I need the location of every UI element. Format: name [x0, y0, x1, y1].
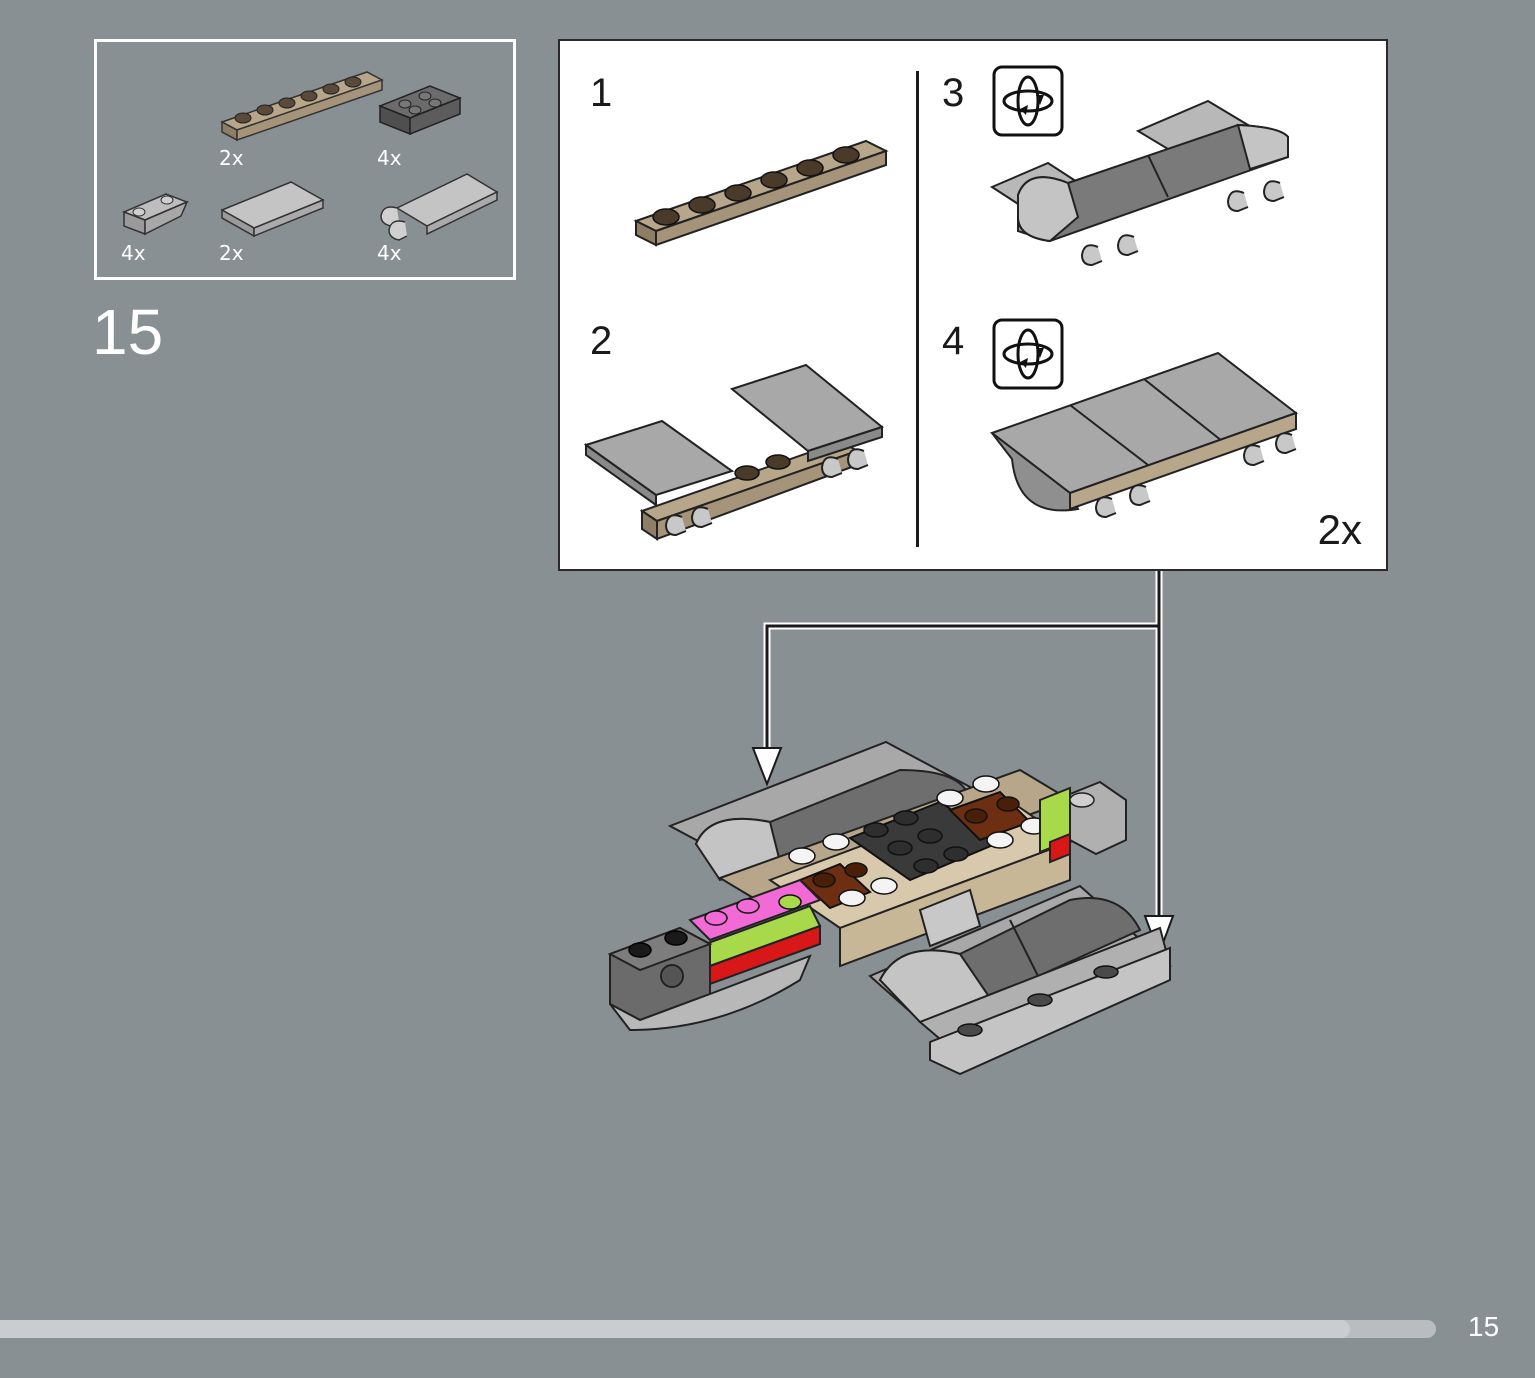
dark-gray-slope-part — [377, 85, 463, 136]
part-quantity: 2x — [219, 146, 244, 170]
part-quantity: 4x — [377, 146, 402, 170]
sub-assembly-panel: 1 2 3 4 — [558, 39, 1388, 571]
substep-2-model — [583, 363, 885, 541]
substep-4-model — [989, 351, 1299, 519]
part-quantity: 2x — [219, 241, 244, 265]
substep-1-model — [633, 139, 889, 247]
parts-list: 2x 4x 4x 2x 4x — [94, 39, 516, 280]
substep-number: 2 — [590, 319, 613, 363]
substep-3-model — [989, 99, 1289, 267]
light-gray-tile-clips-part — [380, 173, 499, 241]
rotate-model-icon — [992, 318, 1064, 390]
part-quantity: 4x — [121, 241, 146, 265]
progress-bar — [0, 1320, 1436, 1338]
step-number: 15 — [92, 296, 164, 368]
substep-number: 3 — [942, 71, 965, 115]
substep-number: 4 — [942, 319, 965, 363]
rotate-model-icon — [992, 65, 1064, 137]
multiplier-label: 2x — [1317, 506, 1362, 553]
page-number: 15 — [1468, 1311, 1500, 1342]
main-model — [607, 740, 1172, 1076]
tan-plate-part — [220, 71, 384, 142]
progress-fill — [0, 1320, 1350, 1338]
light-gray-slope-part — [122, 193, 189, 236]
substep-number: 1 — [590, 71, 613, 115]
part-quantity: 4x — [377, 241, 402, 265]
substep-divider — [916, 71, 919, 547]
light-gray-tile-part — [220, 181, 325, 238]
